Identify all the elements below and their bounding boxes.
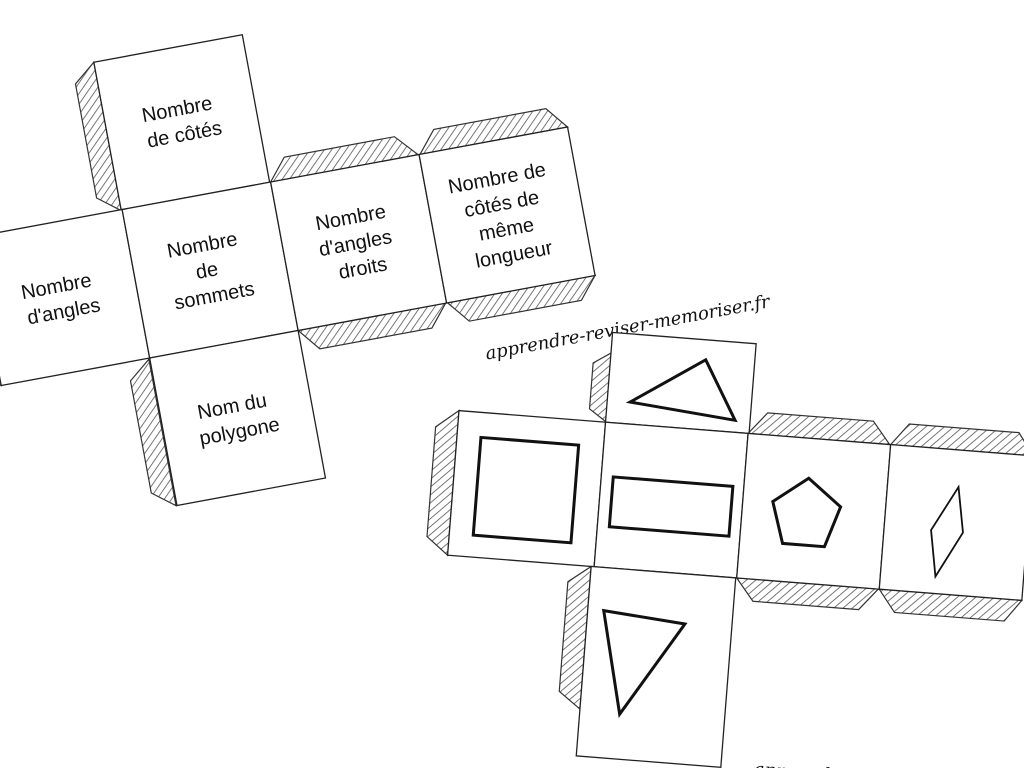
face-cotes <box>93 33 271 211</box>
glue-tab <box>129 357 177 507</box>
face-nom <box>148 329 327 507</box>
triangle-icon <box>601 608 688 719</box>
face-label-cotes: Nombre de côtés <box>140 92 224 153</box>
rhombus-icon <box>930 484 964 580</box>
face-pentagon <box>736 432 892 590</box>
shape-icons <box>471 357 964 719</box>
text-dice-net: Nombre de côtés Nombre de côtés de même … <box>0 33 773 507</box>
text-faces <box>0 33 596 507</box>
shape-dice-net: apprend <box>426 331 1024 768</box>
face-rhombus <box>878 443 1024 602</box>
pentagon-icon <box>771 476 843 549</box>
glue-tabs-bottom-net <box>426 351 1024 711</box>
face-cotes-meme-longueur <box>418 126 596 304</box>
square-icon <box>471 435 581 545</box>
face-triangle-bottom <box>575 565 737 768</box>
watermark-partial-text: apprend <box>753 759 831 768</box>
shape-faces <box>446 331 1024 768</box>
triangle-icon <box>625 357 738 423</box>
rectangle-icon <box>607 475 735 538</box>
face-rectangle <box>593 421 749 579</box>
face-square <box>446 409 607 568</box>
